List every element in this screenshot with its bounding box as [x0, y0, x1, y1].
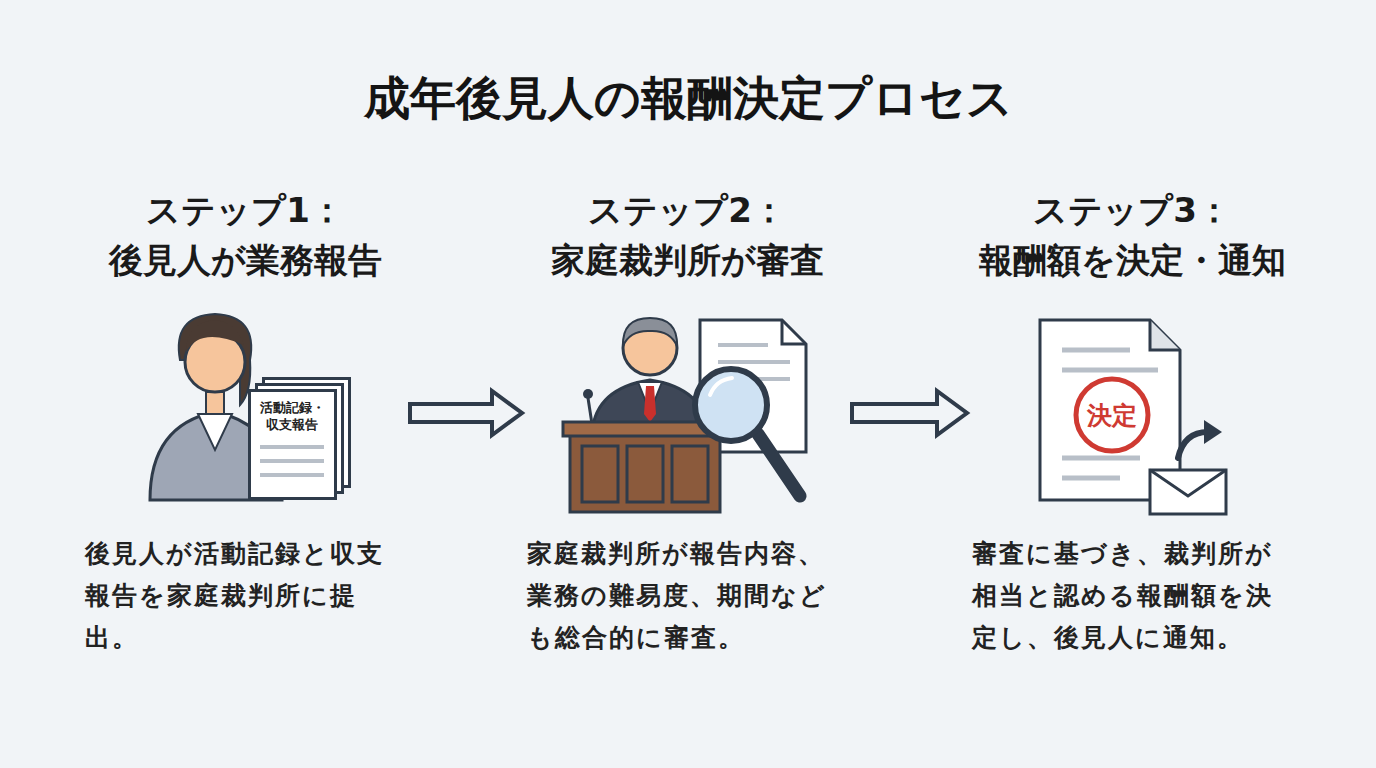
document-line [260, 459, 324, 463]
podium-panel [672, 446, 708, 502]
stamp-label: 決定 [1072, 375, 1152, 455]
flow-arrow [410, 391, 522, 435]
step-column: ステップ2： 家庭裁判所が審査家庭裁判所が報告内容、業務の難易度、期間なども総合… [522, 185, 852, 660]
document-line [1062, 368, 1158, 373]
document-fold [1150, 320, 1180, 350]
document-line [260, 473, 324, 477]
person-fringe [186, 320, 244, 352]
step-column: ステップ3： 報酬額を決定・通知審査に基づき、裁判所が相当と認める報酬額を決定し… [967, 185, 1297, 660]
step-description: 審査に基づき、裁判所が相当と認める報酬額を決定し、後見人に通知。 [972, 533, 1292, 659]
magnifier-lens [695, 369, 767, 441]
podium-panel [582, 446, 618, 502]
person-hair [179, 314, 252, 405]
send-arrow [1178, 432, 1208, 458]
envelope [1150, 470, 1226, 514]
judge-hair [623, 318, 677, 346]
step-heading: ステップ2： 家庭裁判所が審査 [522, 185, 852, 285]
document-line [1062, 348, 1130, 353]
step-heading: ステップ1： 後見人が業務報告 [80, 185, 410, 285]
document-stack [248, 377, 352, 501]
podium-panel [627, 446, 663, 502]
send-arrow-head [1204, 420, 1222, 444]
step-column: ステップ1： 後見人が業務報告後見人が活動記録と収支報告を家庭裁判所に提出。 活動… [80, 185, 410, 660]
flow-arrow [852, 391, 967, 435]
person-neck [206, 392, 224, 414]
step-heading: ステップ3： 報酬額を決定・通知 [967, 185, 1297, 285]
person-shirt [198, 414, 232, 450]
magnifier-glint [710, 378, 732, 395]
microphone-stand [588, 398, 592, 424]
diagram-title: 成年後見人の報酬決定プロセス [0, 68, 1376, 130]
magnifier-handle [758, 434, 800, 496]
decision-stamp: 決定 [1072, 375, 1152, 455]
document-line [718, 360, 790, 364]
document-label: 活動記録・ 収支報告 [248, 399, 336, 433]
judge-tie [644, 386, 656, 422]
microphone-head [583, 389, 593, 399]
envelope-flap [1150, 470, 1226, 496]
document-line [260, 445, 324, 449]
document-fold [782, 320, 806, 344]
document-line [1062, 456, 1140, 461]
document-line [1062, 476, 1120, 481]
document-icon: 活動記録・ 収支報告 [248, 377, 352, 501]
step-description: 後見人が活動記録と収支報告を家庭裁判所に提出。 [85, 533, 405, 659]
document-line [718, 343, 768, 347]
step-description: 家庭裁判所が報告内容、業務の難易度、期間なども総合的に審査。 [527, 533, 847, 659]
podium [570, 432, 720, 512]
